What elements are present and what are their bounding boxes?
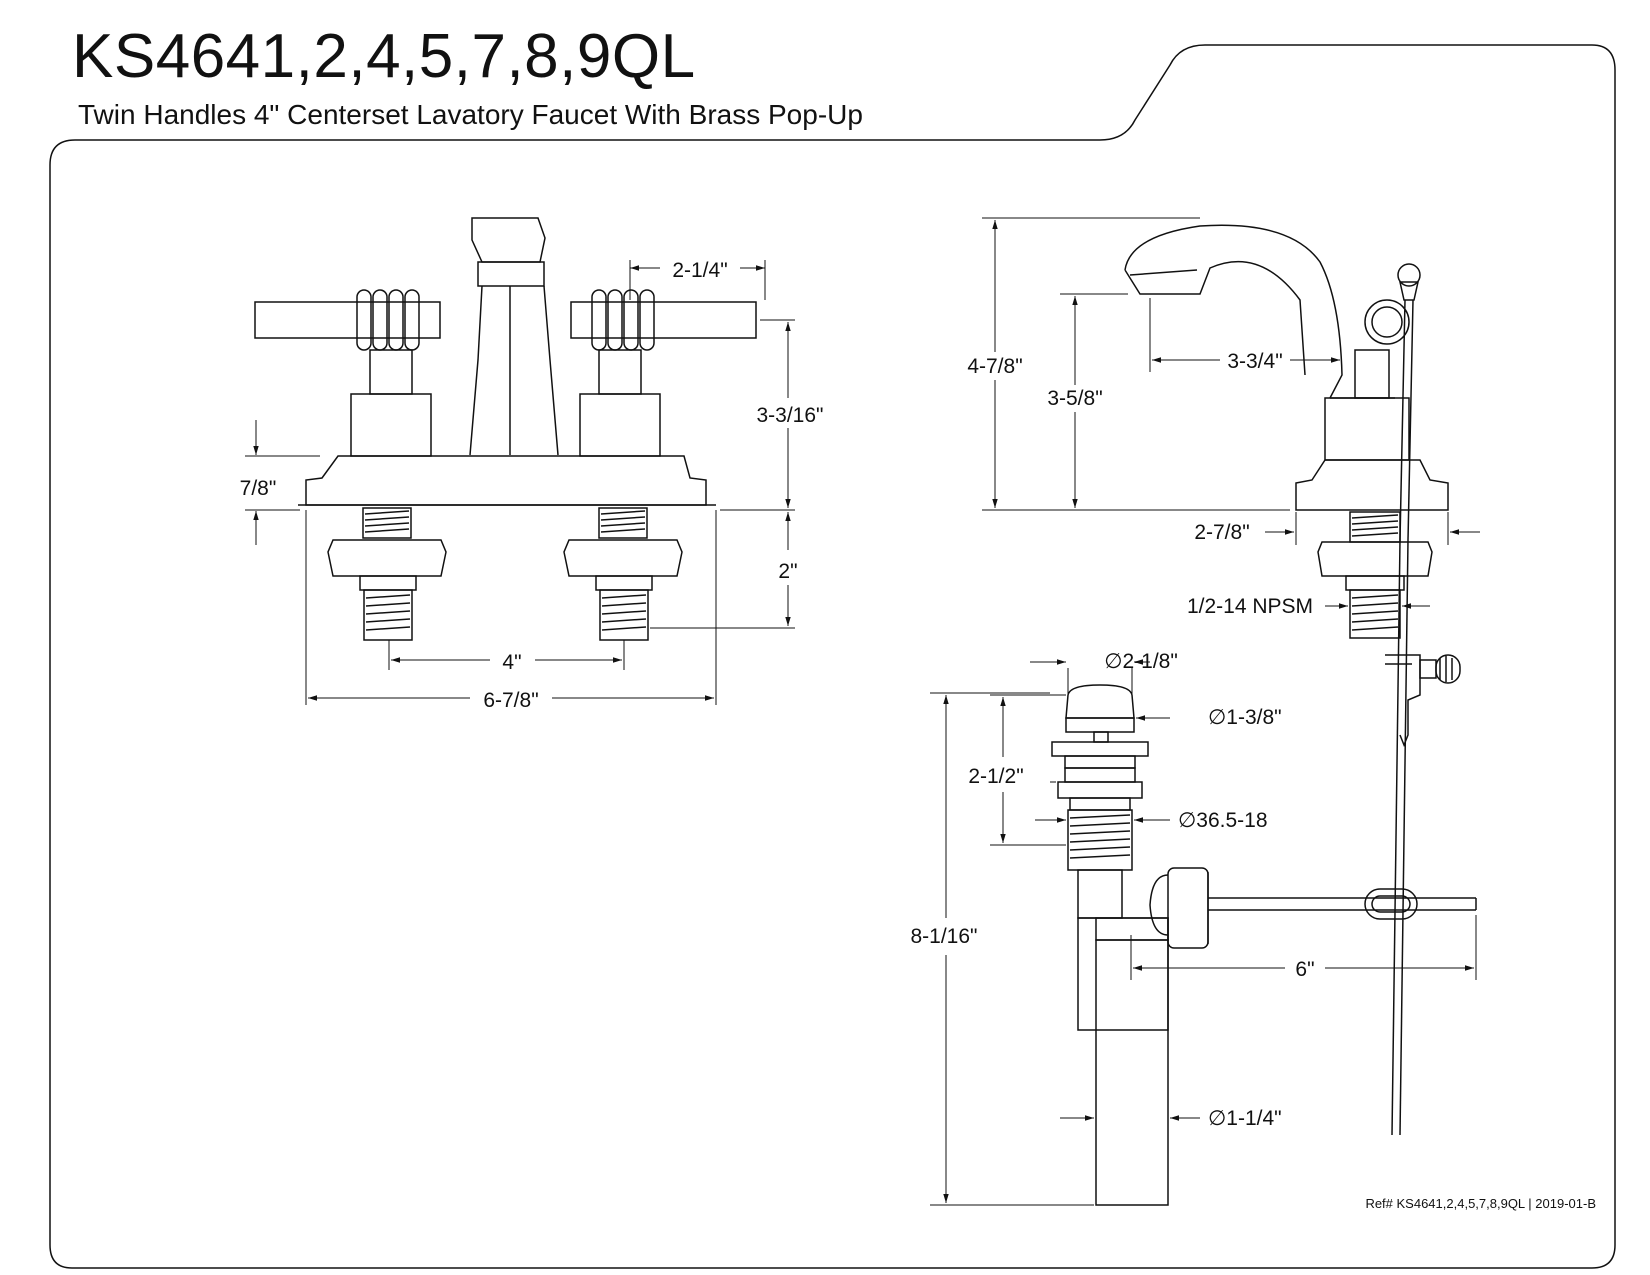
- dim-total-length: 8-1/16": [911, 925, 978, 948]
- dim-spout-clearance: 3-5/8": [1047, 387, 1102, 410]
- dim-base-depth: 2-7/8": [1194, 521, 1249, 544]
- dim-spout-reach: 3-3/4": [1227, 350, 1282, 373]
- clamp-screw: [1435, 654, 1461, 684]
- drain-flange: [1051, 741, 1149, 757]
- dim-flange-dia: ∅2-1/8": [1104, 650, 1178, 673]
- left-handle-lever: [254, 301, 441, 339]
- lift-rod-clamp: [1385, 654, 1421, 748]
- front-dimensions: [245, 260, 795, 705]
- page-title: KS4641,2,4,5,7,8,9QL: [72, 22, 696, 91]
- page-frame: [49, 44, 1616, 1269]
- drain-dimensions: [930, 659, 1477, 1206]
- side-valve-body: [1324, 397, 1410, 461]
- left-mounting-nut: [327, 539, 447, 577]
- dim-shank-length: 2": [778, 560, 797, 583]
- dim-overall-height: 4-7/8": [967, 355, 1022, 378]
- front-spout-body: [469, 285, 559, 456]
- page-subtitle: Twin Handles 4" Centerset Lavatory Fauce…: [78, 99, 863, 130]
- right-handle-valve: [579, 393, 661, 457]
- dim-tail-dia: ∅1-1/4": [1208, 1107, 1282, 1130]
- dim-base-height: 7/8": [240, 477, 277, 500]
- dim-upper-height: 2-1/2": [968, 765, 1023, 788]
- right-mounting-nut: [563, 539, 683, 577]
- drain-cap: [1065, 684, 1135, 719]
- dim-spout-height: 3-3/16": [757, 404, 824, 427]
- side-view: [1124, 224, 1461, 1136]
- front-spout: [471, 217, 546, 263]
- front-view: [254, 217, 757, 641]
- reference-number: Ref# KS4641,2,4,5,7,8,9QL | 2019-01-B: [1365, 1196, 1596, 1211]
- drain-body: [1077, 917, 1169, 1031]
- lift-rod: [1391, 539, 1401, 1136]
- side-spout: [1124, 224, 1343, 399]
- side-deck-plate: [1295, 459, 1449, 511]
- pivot-nut: [1149, 874, 1169, 936]
- dim-handle-offset: 2-1/4": [672, 259, 727, 282]
- popup-rod-knob: [1397, 263, 1421, 301]
- dim-cap-dia: ∅1-3/8": [1208, 706, 1282, 729]
- drain-view: [1051, 684, 1477, 1206]
- dim-rod-length: 6": [1295, 958, 1314, 981]
- right-handle-lever: [570, 301, 757, 339]
- dim-overall-width: 6-7/8": [483, 689, 538, 712]
- tailpiece: [1095, 939, 1169, 1206]
- dim-drain-thread: ∅36.5-18: [1178, 809, 1268, 832]
- dim-center: 4": [502, 651, 521, 674]
- rod-strap: [1364, 888, 1418, 920]
- side-dimensions: [982, 217, 1480, 609]
- side-mounting-nut: [1317, 541, 1433, 577]
- front-deck-plate: [305, 455, 707, 506]
- dim-thread-npsm: 1/2-14 NPSM: [1187, 595, 1313, 618]
- left-handle-valve: [350, 393, 432, 457]
